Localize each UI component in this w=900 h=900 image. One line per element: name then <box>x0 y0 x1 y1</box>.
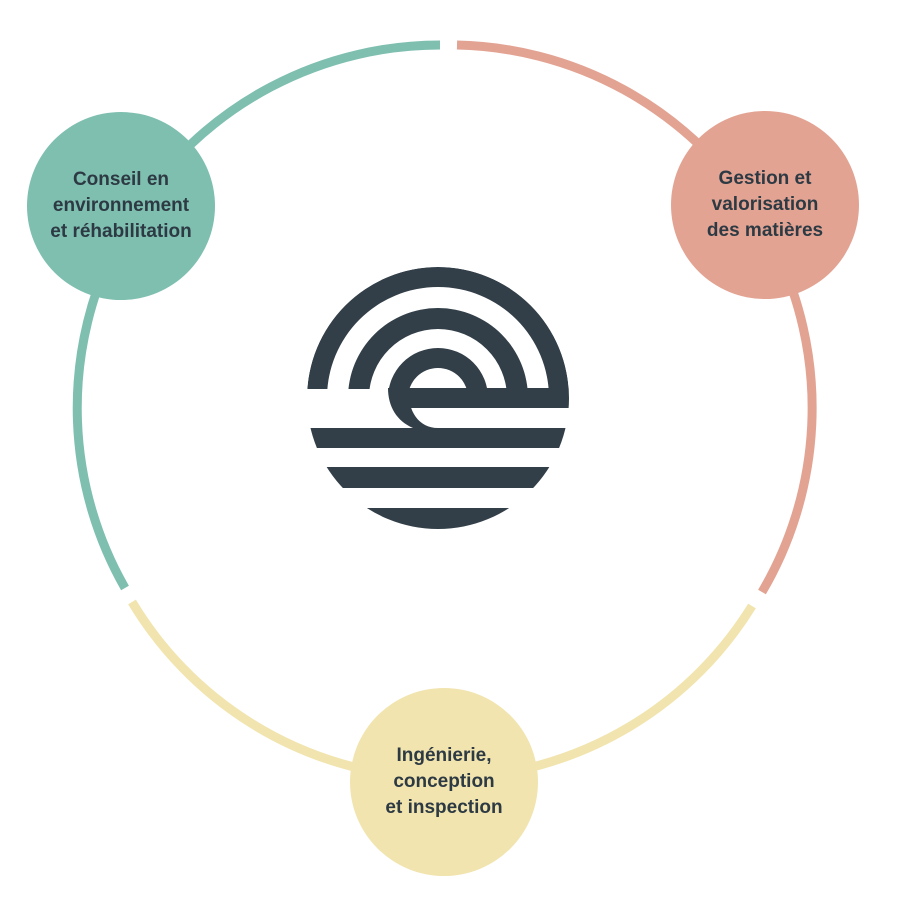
node-gestion-matieres: Gestion et valorisation des matières <box>671 111 859 299</box>
node-conseil-environnement: Conseil en environnement et réhabilitati… <box>27 112 215 300</box>
node-label-line: environnement <box>52 195 190 216</box>
node-label-line: Gestion et <box>718 168 812 189</box>
node-ingenierie-inspection: Ingénierie, conception et inspection <box>350 688 538 876</box>
node-label-line: et réhabilitation <box>50 221 192 242</box>
node-label-line: Ingénierie, <box>396 745 492 766</box>
node-label-line: et inspection <box>385 797 503 818</box>
company-logo-icon <box>307 267 569 529</box>
node-label-line: valorisation <box>711 194 819 215</box>
node-label-line: des matières <box>706 220 824 241</box>
node-label-line: conception <box>393 771 495 792</box>
node-label-line: Conseil en <box>72 169 170 190</box>
